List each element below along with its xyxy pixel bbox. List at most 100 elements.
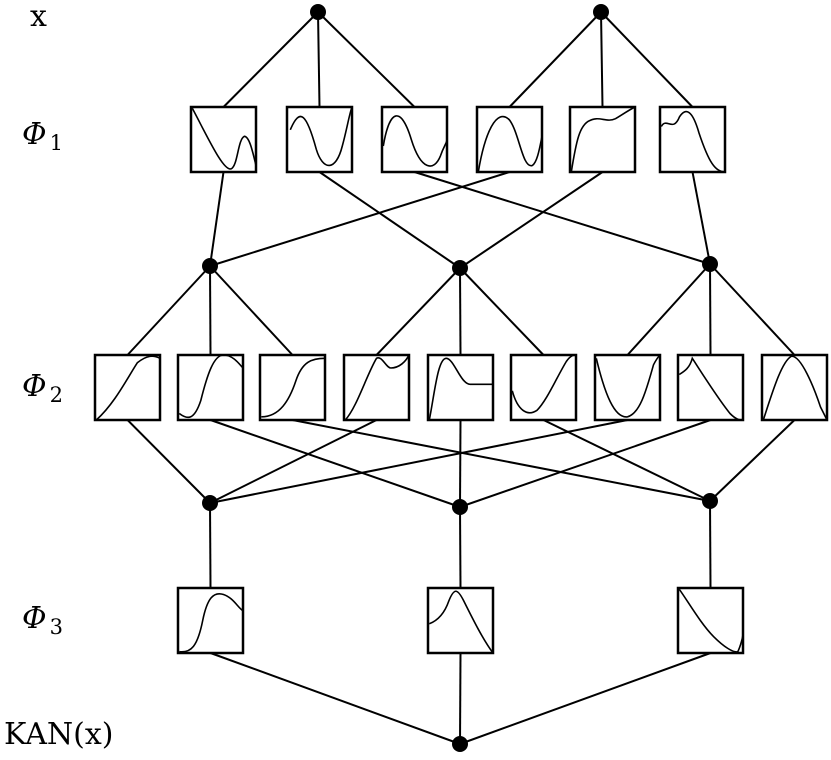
phi1-box-1 [189, 105, 258, 174]
edge-phi1-4-to-node [209, 171, 510, 267]
phi1-box-2-frame [285, 105, 354, 174]
input-label: x [30, 0, 47, 34]
edge-phi2-3-to-node [292, 419, 711, 502]
phi3-box-2 [426, 586, 495, 655]
phi2-box-1 [93, 353, 162, 422]
hidden-node-1-3 [702, 256, 718, 272]
phi2-box-7 [593, 353, 662, 422]
phi2-box-4 [342, 353, 411, 422]
phi-2-symbol: Φ [22, 369, 47, 404]
edge-node-to-phi2-3 [209, 265, 294, 356]
phi1-box-4-frame [475, 105, 544, 174]
edge-phi3-1-to-output [210, 652, 461, 745]
phi-1-symbol: Φ [22, 117, 47, 152]
edge-node-to-phi2-1 [126, 265, 211, 356]
phi3-box-1 [176, 586, 245, 655]
activation-boxes [93, 105, 829, 655]
phi1-box-4-curve [477, 115, 543, 173]
phi2-box-7-curve [595, 354, 661, 418]
edges [126, 11, 796, 745]
phi1-box-5 [568, 105, 637, 174]
phi1-box-5-frame [568, 105, 637, 174]
phi1-box-3-curve [382, 115, 448, 167]
edge-node-to-phi2-8 [709, 263, 712, 356]
phi2-box-3-curve [261, 357, 326, 418]
edge-phi1-3-to-node [414, 171, 711, 265]
edge-node-to-phi3-1 [209, 502, 212, 589]
edge-node-to-phi2-6 [459, 267, 545, 356]
phi2-box-8-frame [676, 353, 745, 422]
phi2-box-6-frame [509, 353, 578, 422]
edge-phi3-2-to-output [459, 652, 462, 745]
edge-node-to-phi2-9 [709, 263, 796, 356]
phi3-box-3-curve [678, 588, 744, 653]
edge-phi1-5-to-node [459, 171, 604, 269]
edge-input-to-phi1-1 [222, 11, 319, 108]
output-label: KAN(x) [4, 717, 114, 752]
phi2-box-9 [760, 353, 829, 422]
phi2-box-8 [676, 353, 745, 422]
phi-2-index: 2 [49, 383, 63, 407]
phi1-box-5-curve [570, 106, 636, 173]
phi2-box-9-frame [760, 353, 829, 422]
hidden-node-1-1 [202, 258, 218, 274]
nodes [202, 4, 718, 752]
phi3-box-3-frame [676, 586, 745, 655]
phi1-box-2-curve [289, 106, 353, 167]
phi2-box-2-curve [178, 354, 244, 419]
hidden-node-1-2 [452, 260, 468, 276]
edge-input-to-phi1-4 [508, 11, 602, 108]
phi2-box-4-frame [342, 353, 411, 422]
phi2-box-6 [509, 353, 578, 422]
edge-phi1-2-to-node [318, 171, 461, 269]
hidden-node-2-3 [702, 493, 718, 509]
phi2-box-2-frame [176, 353, 245, 422]
phi1-box-3 [380, 105, 449, 174]
edge-phi2-1-to-node [126, 419, 211, 504]
hidden-node-2-1 [202, 495, 218, 511]
phi1-box-4 [475, 105, 544, 174]
edge-node-to-phi2-2 [209, 265, 212, 356]
edge-input-to-phi1-6 [600, 11, 694, 108]
edge-phi1-1-to-node [209, 171, 225, 267]
phi3-box-2-curve [428, 590, 494, 654]
edge-node-to-phi2-7 [626, 263, 711, 356]
edge-node-to-phi3-3 [709, 500, 712, 589]
phi2-box-8-curve [678, 356, 744, 421]
phi2-box-2 [176, 353, 245, 422]
phi-3-index: 3 [49, 615, 63, 639]
edge-phi2-8-to-node [459, 419, 711, 508]
edge-input-to-phi1-3 [317, 11, 416, 108]
phi2-box-5 [426, 353, 495, 422]
phi2-box-5-frame [426, 353, 495, 422]
phi-3-symbol: Φ [22, 601, 47, 636]
edge-phi1-6-to-node [691, 171, 711, 265]
edge-phi2-4-to-node [209, 419, 377, 504]
edge-node-to-phi2-5 [459, 267, 462, 356]
phi2-box-7-frame [593, 353, 662, 422]
edge-input-to-phi1-5 [600, 11, 604, 108]
edge-phi2-9-to-node [709, 419, 796, 502]
edge-phi2-5-to-node [459, 419, 462, 508]
edge-phi2-7-to-node [209, 419, 628, 504]
phi2-box-9-curve [762, 355, 828, 421]
phi2-box-6-curve [511, 354, 577, 414]
phi1-box-1-frame [189, 105, 258, 174]
phi1-box-6-curve [660, 110, 726, 173]
edge-node-to-phi2-4 [375, 267, 461, 356]
phi2-box-3 [258, 353, 327, 422]
phi2-box-5-curve [428, 357, 493, 421]
phi3-box-1-curve [179, 592, 244, 653]
phi2-box-3-frame [258, 353, 327, 422]
phi1-box-2 [285, 105, 354, 174]
phi2-box-1-curve [95, 355, 161, 421]
input-node-1 [310, 4, 326, 20]
phi3-box-3 [676, 586, 745, 655]
phi-1-index: 1 [49, 131, 63, 155]
hidden-node-2-2 [452, 499, 468, 515]
edge-input-to-phi1-2 [317, 11, 321, 108]
phi2-box-4-curve [344, 354, 410, 421]
